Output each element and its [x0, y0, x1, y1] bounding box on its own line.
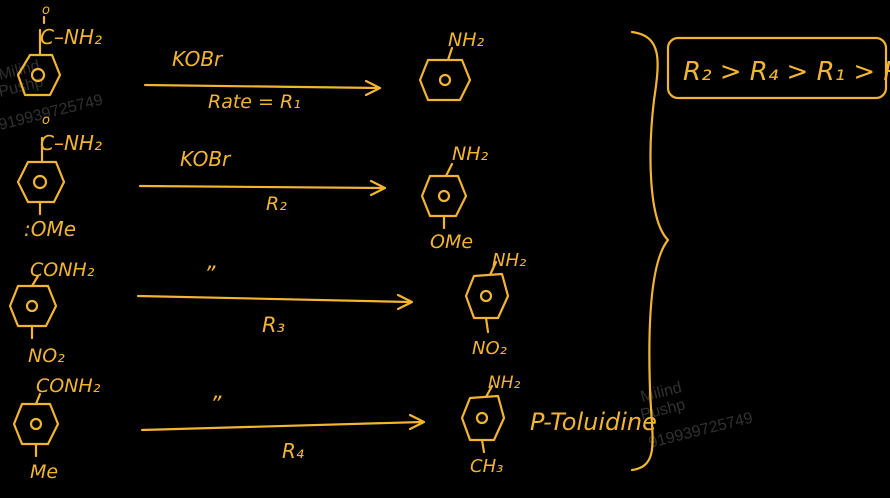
conclusion: R₂ > R₄ > R₁ > R₃	[666, 36, 890, 100]
arrow-3	[136, 294, 412, 304]
product-4-name: P-Toluidine	[530, 408, 657, 436]
reaction-3: CONH₂ NO₂ ” R₃ NH₂ NO₂	[8, 250, 526, 367]
reactant-2-inner-circle	[32, 174, 48, 190]
reactant-3-bottom: NO₂	[28, 345, 65, 367]
product-3-top: NH₂	[492, 250, 526, 271]
reaction-2: o C–NH₂ :OMe KOBr R₂ NH₂ OMe	[16, 113, 489, 253]
reagent-1: KOBr	[172, 47, 224, 71]
product-3-bottom: NO₂	[472, 338, 507, 359]
reactant-4-bottom: Me	[30, 461, 58, 483]
product-2-inner-circle	[437, 189, 451, 203]
product-4-top: NH₂	[488, 373, 521, 393]
watermark: Milind Pushp 919939725749 Milind Pushp 9…	[0, 57, 755, 452]
reactant-2-bottom: :OMe	[24, 217, 76, 241]
product-1-bond	[446, 46, 454, 62]
product-4-bond-top	[484, 384, 494, 399]
arrow-3-head	[396, 293, 414, 311]
product-3-inner-circle	[479, 289, 493, 303]
arrow-1-head	[364, 79, 382, 97]
reactant-4-ring	[12, 402, 60, 446]
product-3-bond-top	[488, 260, 498, 277]
conclusion-box	[666, 36, 888, 100]
reactant-4-bond-top	[34, 392, 42, 406]
carbonyl-o-1: o	[42, 3, 50, 18]
reactant-1-inner-circle	[30, 67, 46, 83]
arrow-1	[143, 83, 380, 90]
product-4-bond-bottom	[480, 438, 486, 454]
arrow-4	[140, 420, 424, 432]
rate-label-2: R₂	[266, 193, 287, 215]
reaction-4: CONH₂ Me ” R₄ NH₂ CH₃ P-Toluidine	[12, 373, 657, 483]
reactant-3-top: CONH₂	[30, 259, 95, 281]
arrow-2-head	[369, 179, 387, 197]
product-2-ring	[420, 174, 468, 218]
rate-label-4: R₄	[282, 439, 304, 463]
product-1-top: NH₂	[448, 29, 485, 51]
reactant-1: o C–NH₂	[16, 3, 102, 97]
rate-label-1: Rate = R₁	[208, 91, 301, 113]
reactant-4: CONH₂ Me	[12, 375, 101, 483]
product-4-inner-circle	[475, 411, 489, 425]
reaction-1: o C–NH₂ KOBr Rate = R₁ NH₂	[16, 3, 485, 113]
product-4-bottom: CH₃	[470, 456, 503, 477]
reagent-4: ”	[210, 393, 222, 418]
conclusion-text: R₂ > R₄ > R₁ > R₃	[683, 57, 890, 87]
reagent-3: ”	[204, 263, 216, 288]
arrow-2	[138, 184, 385, 190]
product-3-bond-bottom	[484, 316, 490, 334]
product-2-bottom: OMe	[430, 231, 473, 253]
reactant-2: o C–NH₂ :OMe	[16, 113, 102, 241]
product-2-bond-top	[444, 162, 454, 178]
watermark-number: 919939725749	[0, 92, 105, 134]
reactant-4-top: CONH₂	[36, 375, 101, 397]
product-1-inner-circle	[438, 73, 452, 87]
reactant-2-top: C–NH₂	[40, 131, 102, 155]
product-1: NH₂	[418, 29, 485, 102]
arrow-4-head	[408, 413, 426, 431]
reactant-1-top: C–NH₂	[40, 25, 102, 49]
reactant-3-inner-circle	[25, 299, 39, 313]
reactant-3: CONH₂ NO₂	[8, 259, 95, 367]
product-3-ring	[464, 272, 510, 320]
reactant-4-inner-circle	[29, 417, 43, 431]
curly-brace	[630, 30, 670, 472]
product-2: NH₂ OMe	[420, 143, 489, 253]
product-4-ring	[460, 394, 506, 442]
carbonyl-o-2: o	[42, 113, 50, 128]
reactant-2-ring	[16, 160, 66, 204]
reactant-3-bond-top	[30, 274, 40, 288]
reagent-2: KOBr	[180, 147, 232, 171]
product-4: NH₂ CH₃	[460, 373, 521, 477]
reactant-3-ring	[8, 284, 58, 328]
reactant-1-ring	[16, 53, 62, 97]
rate-label-3: R₃	[262, 313, 285, 337]
product-3: NH₂ NO₂	[464, 250, 526, 359]
product-2-top: NH₂	[452, 143, 489, 165]
product-1-ring	[418, 58, 472, 102]
